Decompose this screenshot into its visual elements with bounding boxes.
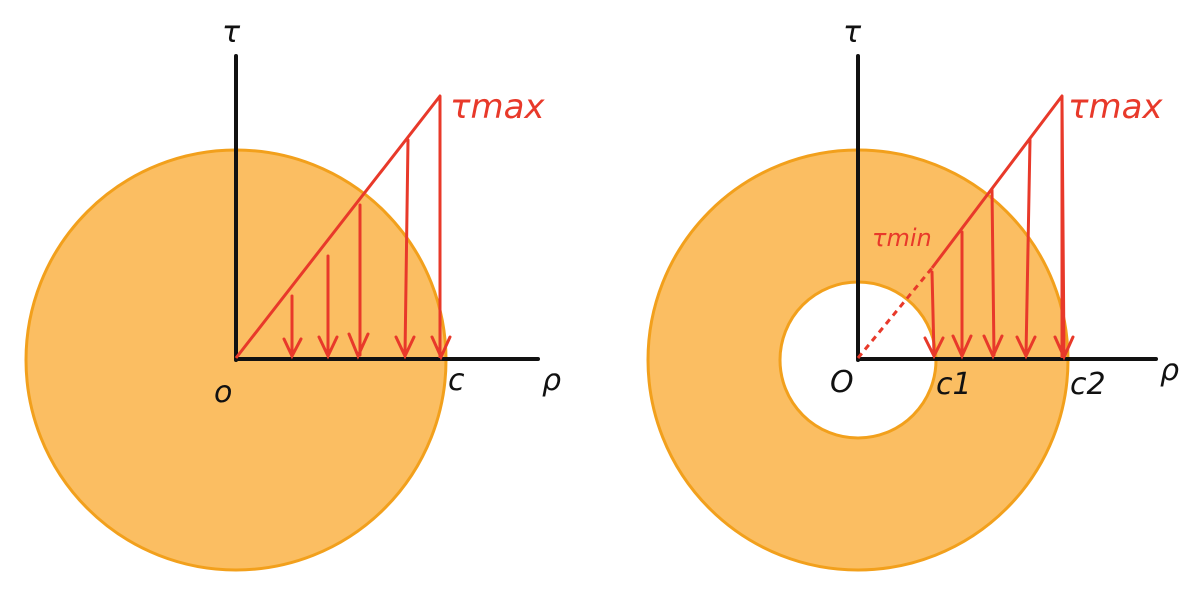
stress-arrow xyxy=(923,270,945,360)
outer-radius-label: c2 xyxy=(1070,367,1106,402)
rho-axis-label: ρ xyxy=(542,363,561,398)
rho-axis-label: ρ xyxy=(1160,353,1179,388)
stress-arrows xyxy=(923,98,1075,361)
stress-extension-dashed xyxy=(856,267,934,359)
tau-axis-label: τ xyxy=(222,15,241,50)
stress-arrow xyxy=(982,188,1004,360)
stress-arrow xyxy=(951,230,973,360)
stress-arrow xyxy=(1053,98,1075,361)
radius-label: c xyxy=(448,363,465,398)
origin-label: o xyxy=(214,375,232,410)
stress-arrows xyxy=(282,98,452,361)
stress-arrow xyxy=(282,294,303,360)
stress-arrow xyxy=(347,203,370,360)
tau-min-label: τmin xyxy=(872,224,932,252)
inner-radius-label: c1 xyxy=(936,367,972,402)
right-figure-hollow-shaft: τ ρ O c1 c2 τmax τmin xyxy=(646,15,1179,572)
stress-arrow xyxy=(430,98,452,361)
stress-arrow xyxy=(1015,138,1037,360)
left-figure-solid-shaft: τ ρ o c τmax xyxy=(24,15,561,572)
origin-label: O xyxy=(830,365,854,400)
tau-max-label: τmax xyxy=(1068,87,1163,127)
stress-arrow xyxy=(317,254,339,360)
stress-arrow xyxy=(394,138,416,360)
tau-max-label: τmax xyxy=(450,87,545,127)
tau-axis-label: τ xyxy=(843,15,862,50)
